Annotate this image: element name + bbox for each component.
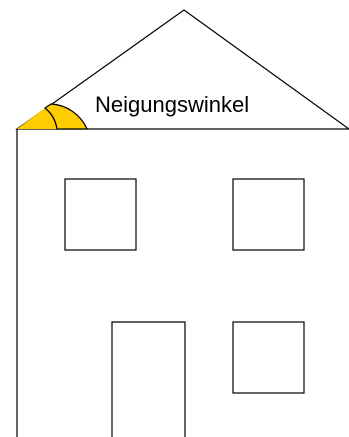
- window-lower-right: [233, 322, 304, 393]
- door: [112, 322, 185, 437]
- window-upper-right: [233, 179, 304, 250]
- window-upper-left: [65, 179, 136, 250]
- angle-label: Neigungswinkel: [95, 92, 249, 117]
